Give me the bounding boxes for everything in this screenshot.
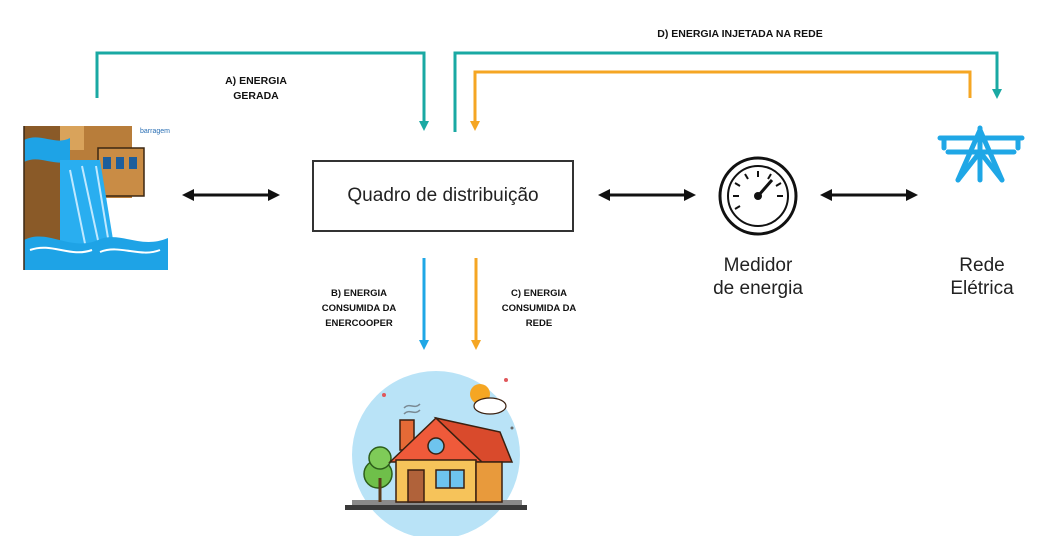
distribution-panel-box: Quadro de distribuição [312,160,574,232]
flow-a-arrow [95,51,429,131]
power-grid-label: Rede Elétrica [950,255,1014,299]
dam-tag-label: barragem [140,128,170,135]
distribution-panel-label: Quadro de distribuição [347,185,539,206]
flow-d-arrow [453,51,1002,132]
house-icon [345,371,527,536]
flow-c-label: C) ENERGIA CONSUMIDA DA REDE [501,288,577,329]
flow-b-label: B) ENERGIA CONSUMIDA DA ENERCOOPER [321,288,397,329]
flow-a-label: A) ENERGIA GERADA [225,75,287,102]
power-tower-icon [937,125,1025,183]
flow-c-top-arrow [470,70,972,131]
hydro-dam-icon [23,126,168,270]
flow-d-label: D) ENERGIA INJETADA NA REDE [657,28,823,40]
energy-meter-label: Medidor de energia [713,255,803,299]
energy-meter-icon [718,156,798,236]
